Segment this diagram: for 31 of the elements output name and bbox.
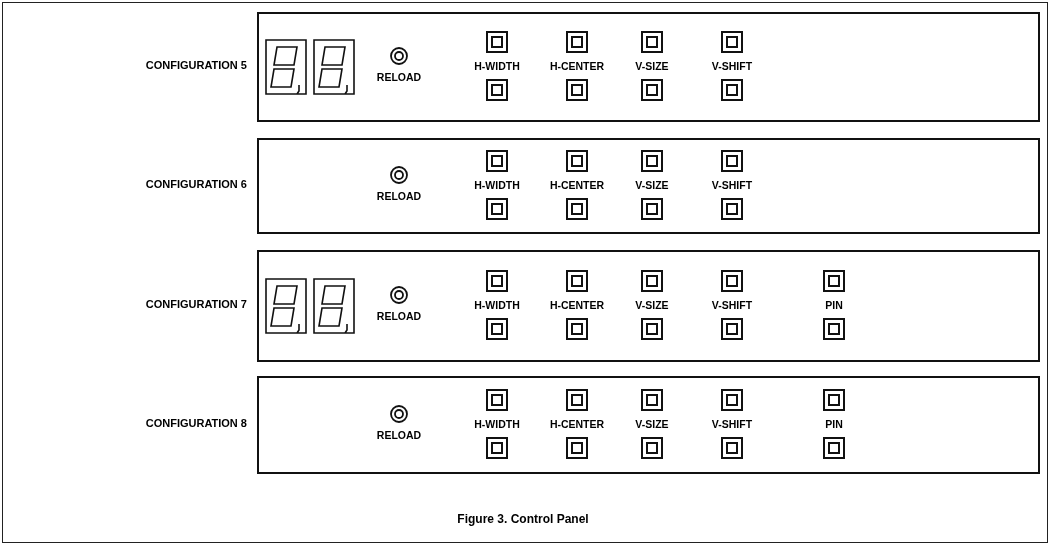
- control-label: PIN: [825, 418, 843, 430]
- control-label: PIN: [825, 299, 843, 311]
- control-label: H-CENTER: [549, 418, 605, 430]
- control-panel: [257, 250, 1040, 362]
- control-label: H-CENTER: [549, 299, 605, 311]
- control-panel: [257, 12, 1040, 122]
- control-label: H-WIDTH: [474, 60, 520, 72]
- control-label: V-SHIFT: [711, 60, 753, 72]
- control-panel: [257, 376, 1040, 474]
- control-label: V-SIZE: [635, 60, 669, 72]
- control-label: RELOAD: [376, 310, 422, 322]
- panel-label: CONFIGURATION 6: [145, 178, 247, 190]
- control-label: H-WIDTH: [474, 299, 520, 311]
- control-label: RELOAD: [376, 71, 422, 83]
- panel-label: CONFIGURATION 7: [145, 298, 247, 310]
- control-label: H-CENTER: [549, 179, 605, 191]
- control-label: V-SIZE: [635, 418, 669, 430]
- control-label: V-SHIFT: [711, 299, 753, 311]
- panel-label: CONFIGURATION 5: [145, 59, 247, 71]
- control-label: RELOAD: [376, 429, 422, 441]
- control-label: V-SHIFT: [711, 179, 753, 191]
- control-label: V-SHIFT: [711, 418, 753, 430]
- figure-caption: Figure 3. Control Panel: [456, 512, 590, 526]
- panel-label: CONFIGURATION 8: [145, 417, 247, 429]
- control-panel: [257, 138, 1040, 234]
- control-label: V-SIZE: [635, 179, 669, 191]
- control-label: V-SIZE: [635, 299, 669, 311]
- control-label: H-WIDTH: [474, 418, 520, 430]
- control-label: H-WIDTH: [474, 179, 520, 191]
- control-label: H-CENTER: [549, 60, 605, 72]
- control-label: RELOAD: [376, 190, 422, 202]
